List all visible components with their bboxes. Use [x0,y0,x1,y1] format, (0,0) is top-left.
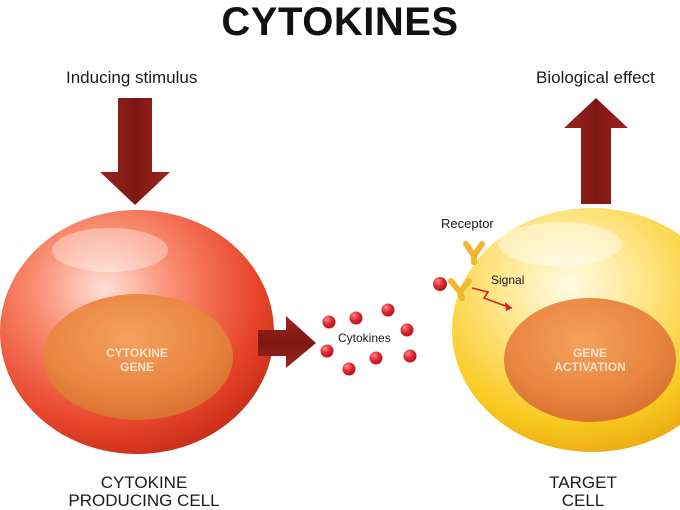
biological-effect-label: Biological effect [536,68,655,87]
producing-cell [0,210,274,454]
target-caption-line: TARGET [549,473,617,492]
cytokine-dot [403,349,417,363]
producing-nucleus-text: CYTOKINE GENE [82,346,192,374]
target-cell-nucleus [504,298,676,422]
producing-cell-nucleus [43,294,233,420]
cytokine-dot [322,315,336,329]
target-nucleus-line: GENE [572,346,607,360]
inducing-stimulus-label: Inducing stimulus [66,68,198,87]
cytokines-label: Cytokines [338,331,391,345]
cytokine-dot [320,344,334,358]
page-title: CYTOKINES [221,0,459,44]
biological-effect-arrow [564,98,628,204]
producing-nucleus-line: CYTOKINE [106,346,168,360]
cytokine-dot [349,311,363,325]
target-cell [452,208,680,452]
signal-arrow [471,287,513,311]
bound-cytokine [433,277,447,291]
producing-cell-caption: CYTOKINE PRODUCING CELL [44,474,244,510]
producing-caption-line: PRODUCING CELL [68,491,220,510]
target-caption-line: CELL [561,491,605,510]
target-nucleus-text: GENE ACTIVATION [535,346,645,374]
inducing-stimulus-arrow [100,98,170,205]
cytokine-particles [320,303,417,376]
receptor-top [463,241,485,265]
receptor-label: Receptor [441,216,494,231]
producing-nucleus-line: GENE [119,360,154,374]
cytokine-dot [342,362,356,376]
cytokine-dot [400,323,414,337]
receptor-bound [448,278,472,301]
producing-caption-line: CYTOKINE [100,473,188,492]
target-nucleus-line: ACTIVATION [554,360,626,374]
target-cell-caption: TARGET CELL [518,474,648,510]
signal-label: Signal [491,273,525,287]
cytokine-dot [381,303,395,317]
cytokine-dot [369,351,383,365]
cytokine-release-arrow [258,316,316,368]
